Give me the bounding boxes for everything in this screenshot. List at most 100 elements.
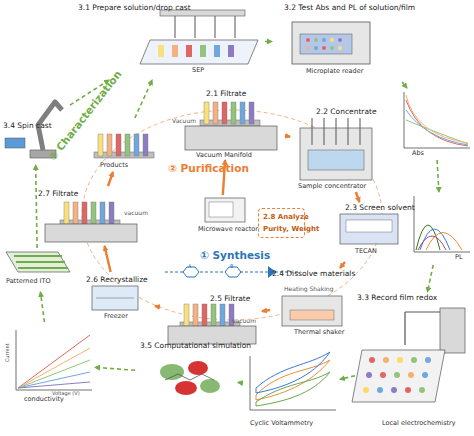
axis-label: A xyxy=(188,264,191,270)
illustration-part xyxy=(369,357,375,363)
illustration-part xyxy=(214,45,220,57)
flow-arrow xyxy=(105,246,111,272)
illustration-part xyxy=(209,202,233,217)
illustration-part xyxy=(82,110,382,320)
step-label: 3.3 Record film redox xyxy=(357,294,437,302)
illustration-part xyxy=(404,92,470,148)
illustration-part xyxy=(314,46,318,50)
illustration-part xyxy=(140,40,258,64)
equipment-station: 2.6 RecrystallizeFreezer xyxy=(78,272,155,322)
equipment-label: Vacuum Manifold xyxy=(196,152,252,159)
illustration-part xyxy=(300,34,352,54)
illustration-part xyxy=(380,372,386,378)
illustration-part xyxy=(404,312,405,345)
equipment-station: 2.7 Filtratevacuum xyxy=(35,186,160,246)
illustration-part xyxy=(256,372,330,406)
illustration-part xyxy=(165,374,214,380)
illustration-part xyxy=(16,330,92,390)
flow-arrow xyxy=(238,382,242,384)
illustration-part xyxy=(18,348,90,388)
illustration-part xyxy=(175,16,176,38)
illustration-part xyxy=(314,38,318,42)
equipment-station: 3.5 Computational simulation xyxy=(135,338,238,410)
equipment-label: PL xyxy=(455,254,463,261)
illustration-part xyxy=(405,312,440,313)
equipment-label: Purity, Weight xyxy=(263,226,319,234)
step-label: 3.5 Computational simulation xyxy=(140,342,251,350)
equipment-station: Microwave reactor xyxy=(195,195,248,235)
equipment-label: 2.8 Analyze xyxy=(263,214,309,222)
axis-label: B xyxy=(230,264,233,270)
flow-arrow xyxy=(95,367,135,370)
illustration-part xyxy=(346,220,392,232)
illustration-part xyxy=(205,198,245,222)
equipment-label: Heating Shaking xyxy=(284,286,333,293)
illustration-part xyxy=(16,261,65,263)
equipment-station: Patterned ITO xyxy=(0,248,75,292)
illustration-part xyxy=(336,118,337,145)
illustration-part xyxy=(338,38,342,42)
illustration-part xyxy=(340,214,398,244)
step-label: 2.1 Filtrate xyxy=(206,90,246,98)
flow-arrow xyxy=(285,136,290,137)
illustration-part xyxy=(292,22,370,64)
illustration-part xyxy=(92,286,138,310)
flow-arrow xyxy=(108,172,113,186)
illustration-part xyxy=(411,357,417,363)
equipment-station: Products xyxy=(85,118,160,172)
equipment-station: PL xyxy=(410,192,472,265)
illustration-part xyxy=(440,308,465,353)
illustration-part xyxy=(322,46,326,50)
illustration-part xyxy=(200,379,220,393)
illustration-part xyxy=(330,46,334,50)
equipment-label: Freezer xyxy=(104,313,128,320)
illustration-part xyxy=(160,364,184,380)
illustration-part xyxy=(426,233,462,251)
equipment-station: conductivity xyxy=(5,322,95,406)
illustration-part xyxy=(324,118,325,145)
step-label: 2.3 Screen solvent xyxy=(345,204,415,212)
illustration-part xyxy=(406,120,468,144)
equipment-station: 2.2 ConcentrateSample concentrator xyxy=(290,102,390,192)
axis-label: Current xyxy=(5,343,11,362)
illustration-part xyxy=(419,387,425,393)
illustration-part xyxy=(18,382,90,388)
illustration-part xyxy=(408,372,414,378)
illustration-part xyxy=(188,361,208,375)
illustration-part xyxy=(366,372,372,378)
equipment-label: TECAN xyxy=(355,248,377,255)
equipment-station: 2.5 Filtratevacuum xyxy=(160,293,262,345)
equipment-station: 3.3 Record film redoxLocal electrochemis… xyxy=(355,292,470,432)
illustration-part xyxy=(282,296,342,326)
flow-arrow xyxy=(265,41,272,43)
step-label: 3.4 Spin cast xyxy=(3,122,52,130)
axis-label: Voltage (V) xyxy=(52,391,80,397)
illustration-part xyxy=(418,236,446,250)
flow-arrow xyxy=(437,160,439,192)
flow-arrow xyxy=(36,165,37,248)
illustration-part xyxy=(5,138,25,148)
illustration-part xyxy=(348,118,349,145)
illustration-part xyxy=(18,267,68,269)
flow-arrow xyxy=(340,376,355,380)
flow-arrow xyxy=(340,262,345,268)
illustration-part xyxy=(394,372,400,378)
illustration-part xyxy=(180,304,240,328)
equipment-label: Local electrochemistry xyxy=(382,420,456,427)
illustration-part xyxy=(186,45,192,57)
illustration-part xyxy=(18,335,90,388)
illustration-part xyxy=(363,387,369,393)
equipment-label: SEP xyxy=(192,67,204,74)
equipment-label: conductivity xyxy=(24,396,64,403)
illustration-part xyxy=(185,126,277,150)
illustration-part xyxy=(6,252,70,272)
equipment-label: Vacuum xyxy=(172,118,196,125)
illustration-part xyxy=(422,372,428,378)
equipment-label: vacuum xyxy=(232,318,256,325)
equipment-station: Cyclic Voltammetry xyxy=(242,348,340,434)
illustration-part xyxy=(215,16,216,38)
phase-label: ① Synthesis xyxy=(200,250,270,262)
